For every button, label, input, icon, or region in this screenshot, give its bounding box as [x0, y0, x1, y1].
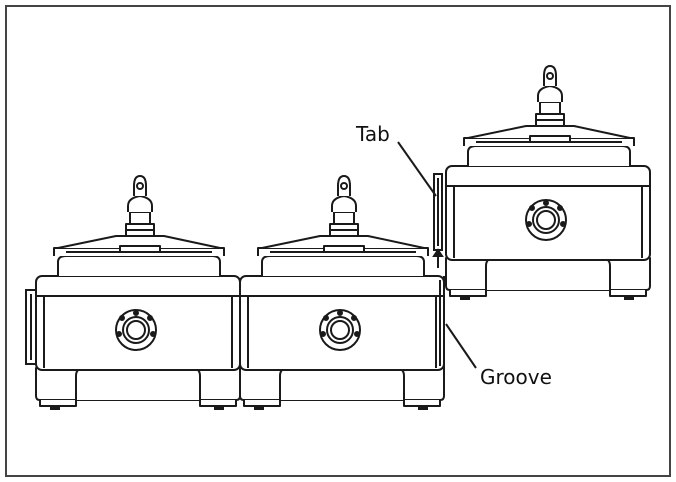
groove-leader-line	[445, 323, 477, 369]
tab-left-side	[25, 289, 37, 365]
groove-label: Groove	[480, 365, 552, 389]
tab-label: Tab	[355, 122, 390, 146]
tab-marker	[433, 173, 443, 251]
alignment-arrow-icon	[432, 248, 444, 268]
tab-leader-line	[397, 141, 437, 197]
groove-marker	[439, 276, 445, 370]
